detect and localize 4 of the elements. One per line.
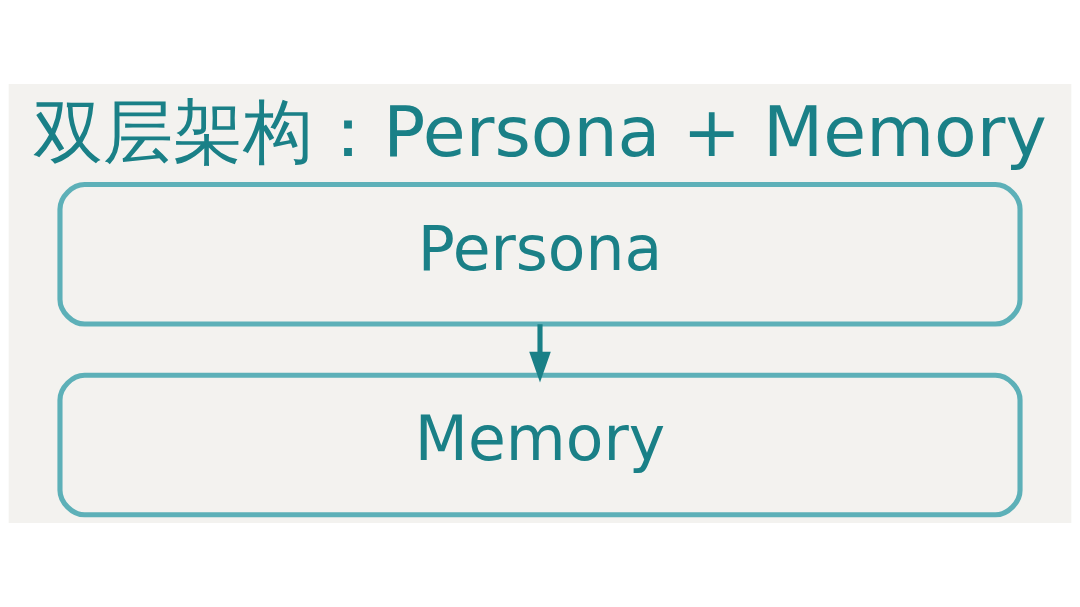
arrow xyxy=(529,324,551,383)
node-box: Memory xyxy=(57,372,1023,518)
node-box: Persona xyxy=(57,181,1023,327)
diagram-title: 双层架构：Persona + Memory xyxy=(33,91,1047,173)
